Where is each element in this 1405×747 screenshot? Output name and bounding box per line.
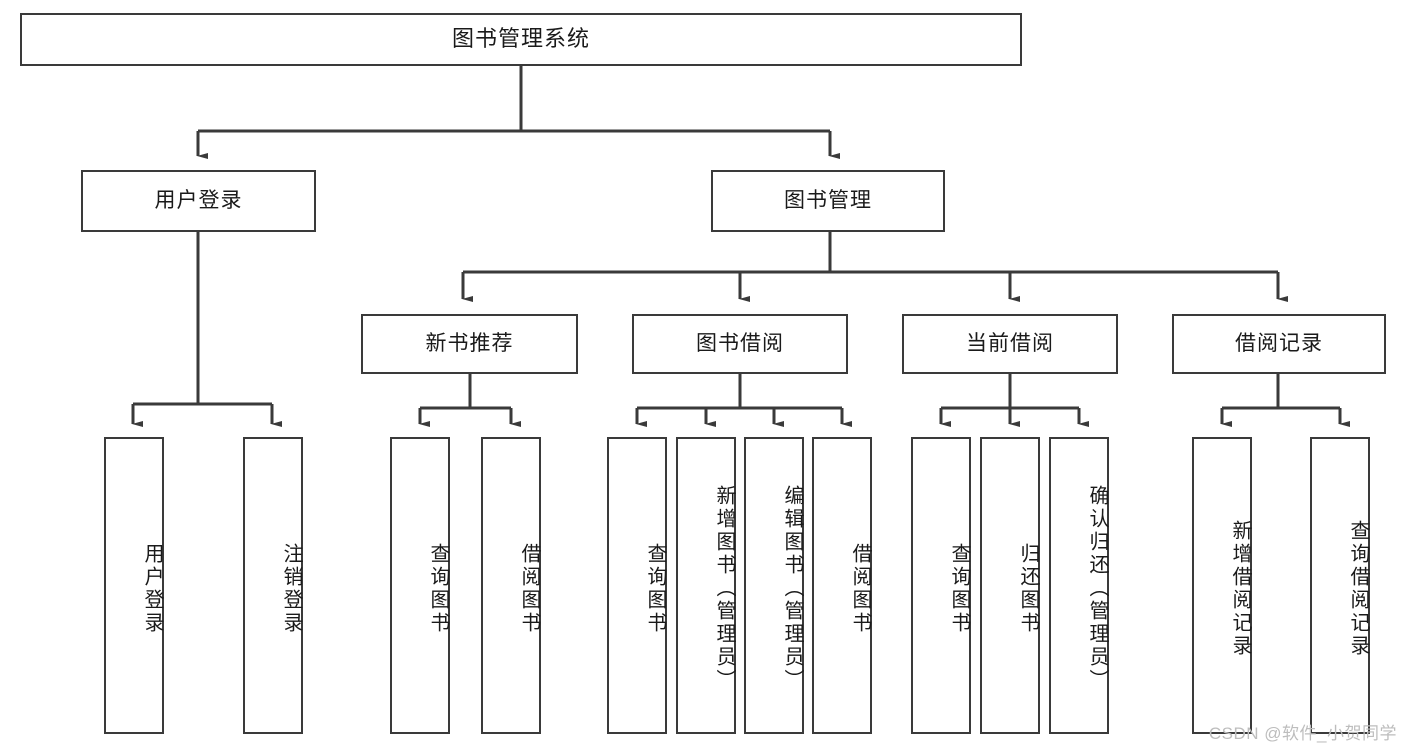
leaf-current-query-book[interactable]: 查询图书 xyxy=(911,437,971,734)
node-label: 图书管理 xyxy=(784,189,872,213)
node-label: 借阅记录 xyxy=(1235,332,1323,356)
leaf-record-query-record[interactable]: 查询借阅记录 xyxy=(1310,437,1370,734)
node-label: 查询借阅记录 xyxy=(1347,519,1369,658)
node-label: 新增图书（管理员） xyxy=(713,485,735,692)
node-label: 用户登录 xyxy=(141,542,163,635)
node-label: 查询图书 xyxy=(644,542,666,635)
leaf-record-add-record[interactable]: 新增借阅记录 xyxy=(1192,437,1252,734)
watermark: CSDN @软件_小贺同学 xyxy=(1208,724,1397,743)
node-book-management[interactable]: 图书管理 xyxy=(711,170,945,232)
node-label: 图书借阅 xyxy=(696,332,784,356)
node-label: 编辑图书（管理员） xyxy=(781,485,803,692)
leaf-borrow-edit-book-admin[interactable]: 编辑图书（管理员） xyxy=(744,437,804,734)
node-label: 借阅图书 xyxy=(518,542,540,635)
leaf-recommend-query-book[interactable]: 查询图书 xyxy=(390,437,450,734)
node-label: 当前借阅 xyxy=(966,332,1054,356)
node-label: 新书推荐 xyxy=(425,332,514,356)
node-label: 用户登录 xyxy=(154,189,243,213)
leaf-borrow-borrow-book[interactable]: 借阅图书 xyxy=(812,437,872,734)
node-label: 查询图书 xyxy=(948,542,970,635)
node-label: 新增借阅记录 xyxy=(1229,519,1251,658)
node-label: 图书管理系统 xyxy=(451,26,590,52)
node-current-borrow[interactable]: 当前借阅 xyxy=(902,314,1118,374)
node-book-borrow[interactable]: 图书借阅 xyxy=(632,314,848,374)
node-label: 借阅图书 xyxy=(849,542,871,635)
node-root-system[interactable]: 图书管理系统 xyxy=(20,13,1022,66)
node-new-book-recommend[interactable]: 新书推荐 xyxy=(361,314,578,374)
leaf-user-login-login[interactable]: 用户登录 xyxy=(104,437,164,734)
leaf-recommend-borrow-book[interactable]: 借阅图书 xyxy=(481,437,541,734)
node-borrow-record[interactable]: 借阅记录 xyxy=(1172,314,1386,374)
leaf-current-confirm-return-admin[interactable]: 确认归还（管理员） xyxy=(1049,437,1109,734)
node-user-login[interactable]: 用户登录 xyxy=(81,170,316,232)
node-label: 确认归还（管理员） xyxy=(1086,485,1108,692)
leaf-borrow-add-book-admin[interactable]: 新增图书（管理员） xyxy=(676,437,736,734)
node-label: 查询图书 xyxy=(427,542,449,635)
leaf-user-login-logout[interactable]: 注销登录 xyxy=(243,437,303,734)
node-label: 注销登录 xyxy=(280,542,302,635)
node-label: 归还图书 xyxy=(1017,542,1039,635)
leaf-borrow-query-book[interactable]: 查询图书 xyxy=(607,437,667,734)
leaf-current-return-book[interactable]: 归还图书 xyxy=(980,437,1040,734)
